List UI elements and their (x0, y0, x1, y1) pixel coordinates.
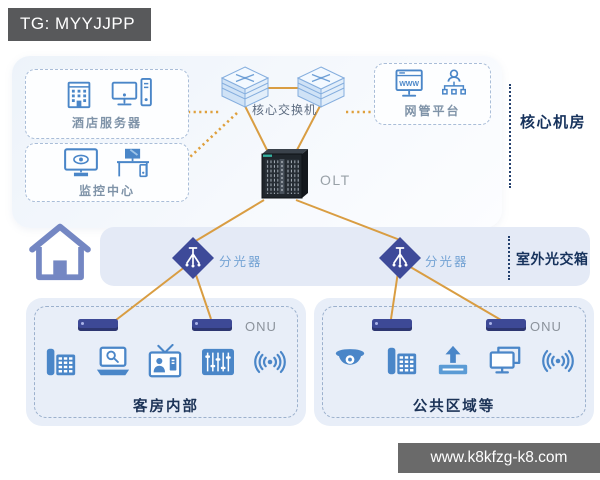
website-watermark: www.k8kfzg-k8.com (398, 443, 600, 473)
house-icon (29, 223, 91, 281)
public-areas-group: ONU (314, 298, 594, 426)
splitter-diamond-icon (379, 237, 421, 279)
public-area-terminals (314, 344, 594, 378)
workstation-icon (117, 148, 149, 177)
desk-phone-icon (387, 347, 417, 375)
guest-rooms-label: 客房内部 (133, 399, 199, 415)
admin-orgchart-icon (442, 69, 466, 95)
splitter-label: 分光器 (219, 255, 263, 269)
tv-icon (148, 344, 182, 378)
guest-rooms-group: ONU (26, 298, 306, 426)
dual-display-icon (489, 346, 521, 374)
core-room-section-label: 核心机房 (520, 114, 587, 131)
www-screen-text: WWW (399, 81, 419, 88)
nms-platform-label: 网管平台 (404, 104, 461, 118)
onu-label: ONU (245, 319, 277, 334)
hotel-server-box: 酒店服务器 (25, 69, 189, 139)
monitor-eye-icon (64, 147, 98, 176)
public-areas-label: 公共区域等 (412, 399, 496, 415)
wifi-icon (254, 350, 286, 374)
desk-phone-icon (46, 348, 76, 376)
laptop-search-icon (96, 346, 129, 376)
core-switch-label: 核心交换机 (252, 103, 318, 117)
monitor-center-label: 监控中心 (78, 183, 135, 198)
tg-badge: TG: MYYJJPP (8, 8, 152, 41)
onu-device (192, 319, 232, 331)
onu-label: ONU (530, 319, 562, 334)
nms-platform-box: WWW 网管平台 (374, 63, 491, 125)
outdoor-bracket (508, 236, 510, 280)
outdoor-section-label: 室外光交箱 (516, 251, 589, 267)
onu-device (372, 319, 412, 331)
upload-tray-icon (438, 345, 468, 375)
splitter-diamond-icon (172, 237, 214, 279)
hotel-server-label: 酒店服务器 (71, 116, 142, 130)
olt-label: OLT (320, 172, 351, 188)
wifi-icon (542, 349, 574, 373)
desktop-computer-icon (111, 77, 152, 107)
building-icon (67, 81, 91, 109)
guest-room-terminals (26, 344, 306, 380)
dome-camera-icon (335, 349, 365, 365)
onu-device (78, 319, 118, 331)
core-switch-icon (297, 66, 345, 108)
monitor-center-box: 监控中心 (25, 143, 189, 202)
core-switch-icon (221, 66, 269, 108)
mixer-panel-icon (201, 348, 234, 376)
olt-chassis-icon (261, 149, 308, 199)
onu-device (486, 319, 526, 331)
splitter-label: 分光器 (425, 255, 469, 269)
core-room-bracket (509, 84, 511, 188)
www-monitor-icon: WWW (395, 69, 423, 97)
